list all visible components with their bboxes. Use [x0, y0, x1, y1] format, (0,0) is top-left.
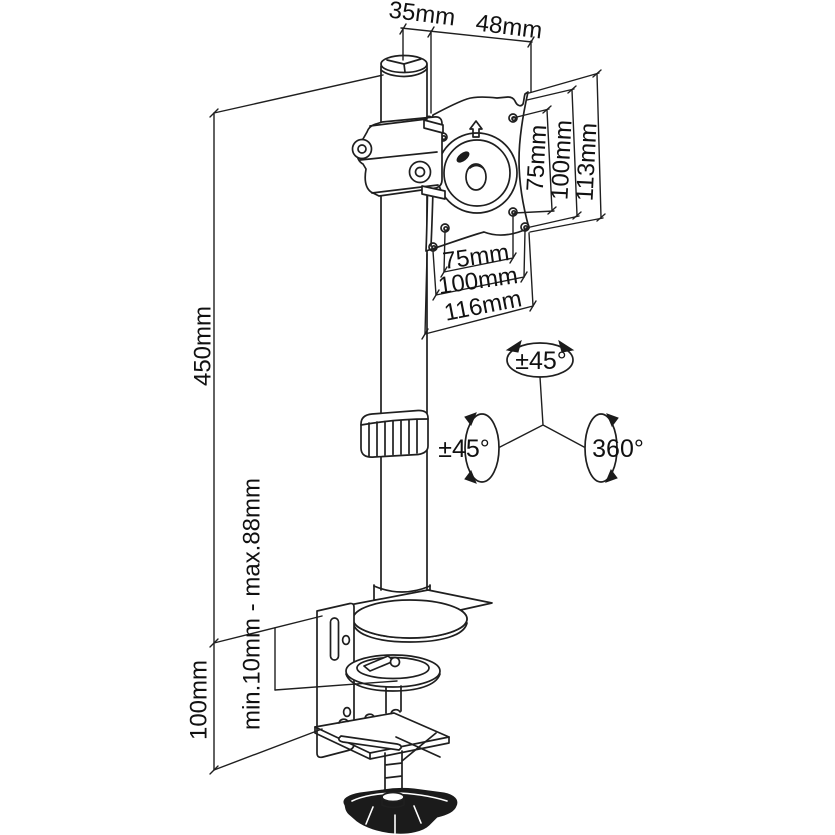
dim-pole-height-label: 450mm: [190, 306, 217, 386]
tilt-ellipse: [506, 342, 574, 378]
clamp-screw: [343, 750, 458, 834]
spin-arrow-bottom-icon: [605, 469, 618, 483]
vesa-plate: [425, 91, 530, 252]
dim-top-row: 35mm 48mm: [387, 0, 544, 114]
dim-plate-offset-label: 48mm: [474, 10, 543, 45]
dim-desk-thickness-label: min.10mm - max.88mm: [239, 478, 266, 730]
dim-vesa-v-113-label: 113mm: [571, 122, 602, 202]
dim-vesa-vertical: 75mm 100mm 113mm: [512, 69, 606, 233]
tilt-arrow-right-icon: [558, 339, 575, 353]
swivel-ellipse: [464, 413, 500, 483]
disc-slot: [456, 151, 470, 163]
rotation-diagram: ±45° ±45° 360°: [438, 339, 644, 484]
rotation-spin-label: 360°: [592, 435, 644, 463]
height-adjust-ring: [360, 409, 429, 458]
clamp-lower-arm: [314, 708, 450, 762]
dim-vesa-v-100-label: 100mm: [546, 119, 577, 200]
spin-ellipse: [584, 413, 618, 483]
dim-left-column: 450mm 100mm: [186, 74, 384, 775]
dim-clamp-range: min.10mm - max.88mm: [239, 478, 398, 730]
rotation-tilt-label: ±45°: [515, 347, 567, 375]
tightening-knob: [343, 787, 458, 834]
dim-clamp-height-label: 100mm: [186, 660, 213, 740]
up-arrow-icon: [469, 120, 483, 138]
dim-vesa-v-75-label: 75mm: [522, 124, 552, 192]
side-knob: [351, 138, 373, 160]
swivel-arrow-bottom-icon: [464, 470, 477, 484]
spin-arrow-top-icon: [606, 413, 619, 427]
dim-pole-diameter-label: 35mm: [387, 0, 456, 31]
desk-clamp: [314, 589, 493, 834]
mount-illustration: [314, 54, 530, 834]
dimension-annotations: 450mm 100mm min.10mm - max.88mm 35mm 48m…: [186, 0, 606, 775]
pole-clamp-joint: [351, 116, 446, 200]
front-knob: [408, 160, 432, 184]
tilt-arrow-left-icon: [505, 339, 522, 353]
swivel-arrow-top-icon: [464, 412, 477, 426]
rotation-swivel-label: ±45°: [438, 435, 490, 463]
clamp-upper-pad: [345, 654, 441, 692]
